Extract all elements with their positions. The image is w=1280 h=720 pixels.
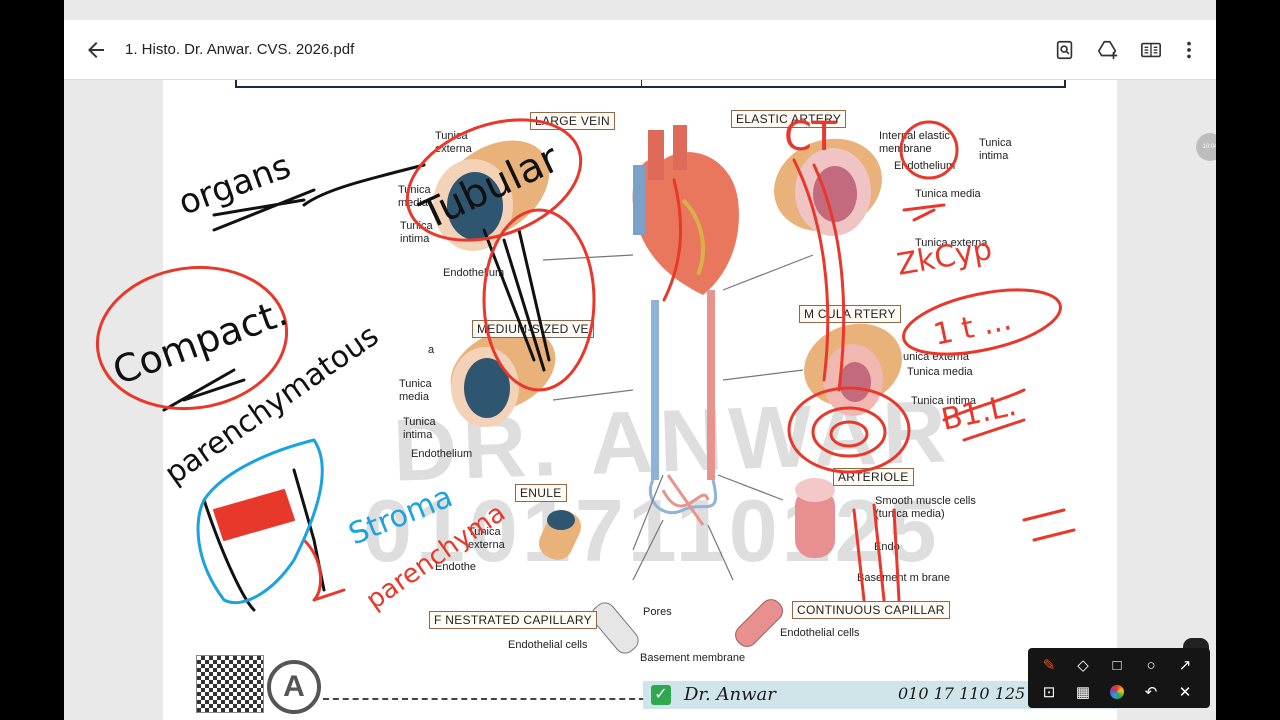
label-ma-intima: Tunica intima (911, 395, 977, 407)
heading-large-vein: LARGE VEIN (530, 112, 616, 130)
label-mv-media: Tunica media (399, 378, 432, 403)
close-icon[interactable]: ✕ (1178, 684, 1192, 701)
label-mv-a: a (428, 344, 435, 356)
label-ea-intima: Tunica intima (979, 137, 1012, 162)
label-ma-media: Tunica media (907, 366, 973, 378)
screenshot-icon[interactable]: ⊡ (1042, 684, 1056, 701)
table-border (235, 80, 1066, 88)
label-ea-endothelium: Endothelium (894, 160, 956, 172)
color-picker-icon[interactable] (1106, 681, 1128, 703)
pdf-page[interactable]: DR. ANWAR 01017110125 (163, 80, 1117, 720)
heading-arteriole: ARTERIOLE (833, 468, 914, 486)
heading-venule: ENULE (515, 484, 567, 502)
heading-elastic-artery: ELASTIC ARTERY (731, 110, 847, 128)
continuous-capillary-illustration (735, 599, 783, 647)
watermark-phone: 01017110125 (363, 481, 941, 580)
heading-fenestrated-capillary: F NESTRATED CAPILLARY (429, 611, 597, 629)
footer-divider (323, 698, 645, 700)
document-title: 1. Histo. Dr. Anwar. CVS. 2026.pdf (125, 41, 355, 58)
pdf-viewer: 1. Histo. Dr. Anwar. CVS. 2026.pdf DR. A… (64, 0, 1216, 720)
qr-code (196, 655, 264, 713)
label-ea-externa: Tunica externa (915, 237, 988, 249)
label-fc-basement: Basement membrane (640, 652, 746, 664)
mosaic-icon[interactable]: ▦ (1075, 684, 1091, 701)
label-lv-endothelium: Endothelium (443, 267, 505, 279)
annotation-toolbar: ✎ ◇ □ ○ ↗ ⊡ ▦ ↶ ✕ (1028, 648, 1210, 708)
arrow-icon[interactable]: ↗ (1178, 657, 1192, 674)
eraser-icon[interactable]: ◇ (1077, 657, 1089, 674)
undo-icon[interactable]: ↶ (1144, 684, 1158, 701)
more-vert-icon[interactable] (1178, 39, 1200, 61)
heading-medium-vein: MEDIUM-SIZED VE (472, 320, 594, 338)
search-in-doc-icon[interactable] (1054, 39, 1076, 61)
floating-timer-bubble[interactable]: 10:04 (1196, 133, 1216, 161)
rectangle-icon[interactable]: □ (1112, 656, 1122, 674)
label-mv-endothelium: Endothelium (411, 448, 473, 460)
label-cc-endothelial: Endothelial cells (780, 627, 860, 639)
label-lv-intima: Tunica intima (400, 220, 433, 245)
label-ea-internal-elastic: Internal elastic membrane (879, 130, 950, 155)
label-lv-externa: Tunica externa (435, 130, 472, 155)
circle-icon[interactable]: ○ (1146, 656, 1156, 674)
heading-continuous-capillary: CONTINUOUS CAPILLAR (792, 601, 950, 619)
label-venule-externa: Tunica externa (468, 526, 505, 551)
label-ar-endothelium: Endo (874, 541, 900, 553)
label-ar-basement: Basement m brane (857, 572, 950, 584)
brand-name: Dr. Anwar (684, 684, 776, 705)
back-arrow-icon[interactable] (84, 38, 108, 62)
label-fc-pores: Pores (643, 606, 672, 618)
brand-logo-icon: A (267, 660, 321, 714)
muscular-artery-illustration (804, 323, 902, 416)
drive-add-icon[interactable] (1097, 39, 1119, 61)
capillary-bed-illustration (648, 474, 718, 526)
label-venule-endothelium: Endothe (435, 561, 476, 573)
venule-illustration (538, 510, 582, 560)
label-ma-externa: unica externa (903, 351, 970, 363)
top-app-bar: 1. Histo. Dr. Anwar. CVS. 2026.pdf (64, 20, 1216, 80)
arteriole-illustration (795, 478, 835, 558)
label-fc-endothelial: Endothelial cells (508, 639, 588, 651)
label-ea-media: Tunica media (915, 188, 981, 200)
label-mv-intima: Tunica intima (403, 416, 436, 441)
pen-icon[interactable]: ✎ (1042, 657, 1056, 674)
fenestrated-capillary-illustration (591, 602, 639, 654)
reading-mode-icon[interactable] (1140, 39, 1162, 61)
elastic-artery-illustration (774, 138, 882, 236)
brand-phone: 010 17 110 125 (898, 684, 1026, 703)
check-icon: ✓ (651, 685, 671, 705)
heading-muscular-artery: M CULA RTERY (799, 305, 901, 323)
label-ar-smooth-muscle: Smooth muscle cells (tunica media) (875, 495, 976, 520)
heart-illustration (632, 125, 739, 295)
label-lv-media: Tunica media (398, 184, 431, 209)
